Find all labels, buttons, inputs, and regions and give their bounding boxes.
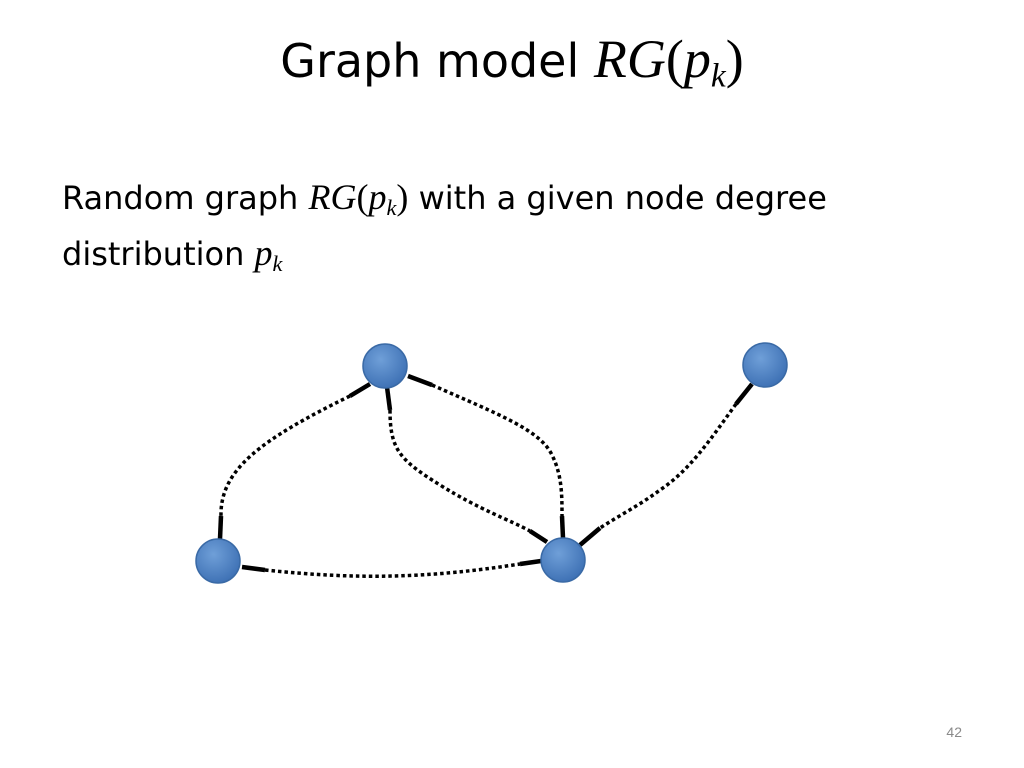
slide-title: Graph model RG(pk) <box>0 28 1024 93</box>
node-bottom-center <box>540 537 586 583</box>
node-top <box>362 343 408 389</box>
edge-bottom-left-to-bottom-center-dotted <box>264 562 521 578</box>
edge-top-to-bottom-center-outer <box>407 373 566 539</box>
body-formula-variable: p <box>368 177 387 217</box>
body-line-2: distribution pk <box>62 226 982 282</box>
edge-top-to-bottom-left-dotted <box>219 394 351 517</box>
body-text-given-degree: with a given node degree <box>418 179 827 217</box>
edge-top-to-bottom-center-inner-stub-b <box>528 529 549 544</box>
edge-top-to-bottom-center-outer-stub-b <box>559 515 566 539</box>
graph-nodes <box>195 342 788 584</box>
edge-top-to-bottom-left <box>217 382 372 540</box>
body-text-distribution: distribution <box>62 235 245 273</box>
title-formula-close-paren: ) <box>725 29 744 89</box>
edge-top-right-to-bottom-center <box>578 382 754 547</box>
edge-top-to-bottom-center-outer-stub-a <box>407 373 433 388</box>
node-bottom-left <box>195 538 241 584</box>
edge-bottom-left-to-bottom-center-stub-b <box>519 558 542 567</box>
edge-top-right-to-bottom-center-stub-b <box>578 526 602 547</box>
edge-top-right-to-bottom-center-stub-a <box>734 382 754 406</box>
distribution-formula: pk <box>254 233 283 277</box>
graph-edges <box>217 373 754 578</box>
edge-top-to-bottom-left-stub-b <box>217 515 224 540</box>
body-formula-name: RG <box>308 177 357 217</box>
edge-top-to-bottom-center-inner-dotted <box>388 409 531 533</box>
node-top-right <box>742 342 788 388</box>
title-formula-subscript: k <box>710 57 726 95</box>
edge-top-to-bottom-center-inner <box>384 386 549 544</box>
body-formula-open-paren: ( <box>356 177 369 217</box>
edge-top-to-bottom-left-stub-a <box>348 382 372 398</box>
title-formula-open-paren: ( <box>665 29 684 89</box>
body-formula-close-paren: ) <box>396 177 409 217</box>
body-text-random-graph: Random graph <box>62 179 299 217</box>
slide-body: Random graph RG(pk) with a given node de… <box>62 170 982 282</box>
edge-bottom-left-to-bottom-center-stub-a <box>241 564 266 573</box>
distribution-subscript: k <box>272 251 283 277</box>
edge-top-right-to-bottom-center-dotted <box>599 402 738 530</box>
body-formula-subscript: k <box>386 195 397 221</box>
title-formula-name: RG <box>593 29 666 89</box>
title-formula: RG(pk) <box>593 29 744 93</box>
edge-bottom-left-to-bottom-center <box>241 558 542 578</box>
body-formula: RG(pk) <box>308 177 409 221</box>
body-line-1: Random graph RG(pk) with a given node de… <box>62 170 982 226</box>
edge-top-to-bottom-center-inner-stub-a <box>384 386 393 411</box>
title-formula-variable: p <box>683 29 711 89</box>
edge-top-to-bottom-center-outer-dotted <box>431 383 564 517</box>
distribution-variable: p <box>254 233 273 273</box>
slide-number: 42 <box>946 724 962 740</box>
title-text: Graph model <box>280 34 580 88</box>
